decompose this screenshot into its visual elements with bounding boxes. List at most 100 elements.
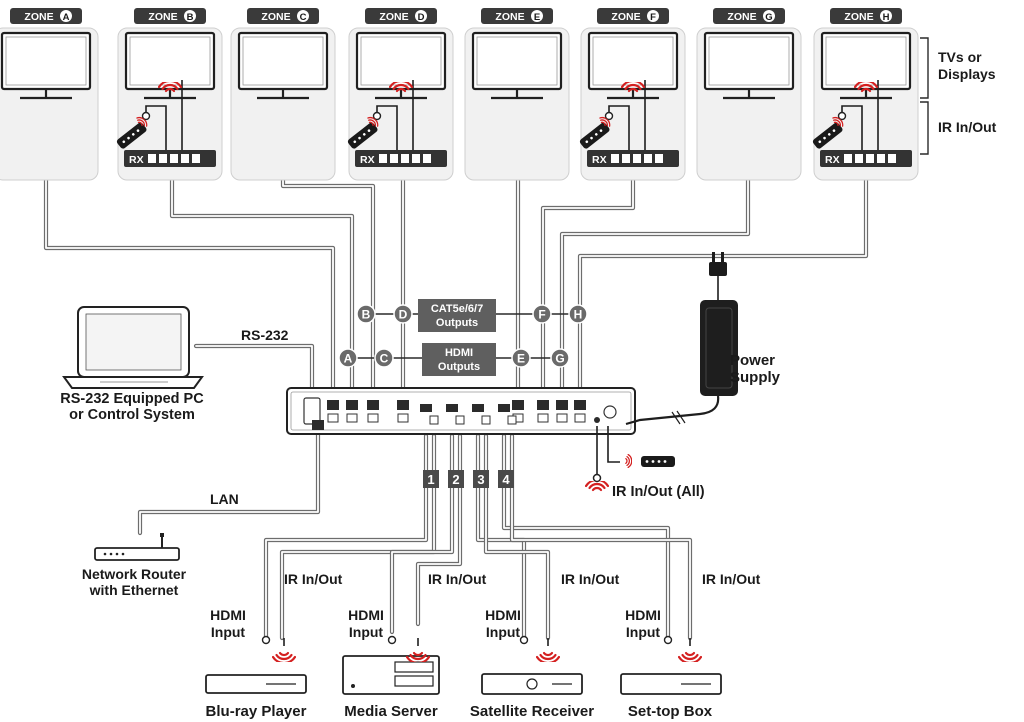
source-hdmi-label-line2: Input: [349, 624, 384, 640]
input-tag-1: 1: [423, 470, 439, 488]
zone-tag-label: ZONE: [611, 11, 640, 23]
bracket-ir-label: IR In/Out: [938, 119, 997, 135]
badge-cat-b: B: [356, 304, 376, 324]
zone-tag-letter: F: [650, 12, 656, 23]
input-port: [420, 404, 432, 412]
zone-tag-label: ZONE: [495, 11, 524, 23]
input-tag-3: 3: [473, 470, 489, 488]
input-tag-4: 4: [498, 470, 514, 488]
power-label-line1: Power: [730, 352, 775, 369]
source-hdmi-label-line1: HDMI: [485, 607, 521, 623]
input-tag-number: 1: [427, 472, 434, 487]
zone-tag-letter: G: [765, 12, 772, 23]
ir-eye: [604, 111, 614, 121]
switch-port-panel: [303, 397, 617, 430]
badge-hdmi-g: G: [550, 348, 570, 368]
hdmi-outputs-line2: Outputs: [438, 361, 480, 373]
receiver-label: RX: [825, 154, 840, 166]
router-label-line2: with Ethernet: [89, 582, 179, 598]
receiver-rx: RX: [587, 150, 679, 167]
ir-eye: [837, 111, 847, 121]
ir-wire: [608, 105, 630, 150]
ir-all-port: [594, 417, 600, 423]
output-port: [397, 400, 409, 410]
power-supply: Power Supply: [625, 252, 781, 426]
power-jack: [603, 405, 617, 419]
input-port: [446, 404, 458, 412]
bracket-displays: TVs or Displays: [920, 37, 996, 99]
ir-all-receiver-wave: [625, 454, 632, 468]
source-name: Satellite Receiver: [470, 703, 594, 720]
badge-letter: D: [399, 308, 408, 322]
zone-f: ZONE F RX: [579, 8, 686, 181]
receiver-label: RX: [129, 154, 144, 166]
source-hdmi-label-line2: Input: [486, 624, 521, 640]
source-hdmi-label-line2: Input: [626, 624, 661, 640]
output-port: [512, 400, 524, 410]
zone-tag-letter-circle: [880, 10, 892, 22]
source-ir-label: IR In/Out: [561, 571, 620, 587]
input-tag-number: 3: [477, 472, 484, 487]
matrix-switch: [286, 387, 636, 435]
cable-input-1-hdmi: [263, 433, 429, 641]
zone-tag-letter: E: [534, 12, 540, 23]
input-tag-2: 2: [448, 470, 464, 488]
zone-tag-label: ZONE: [24, 11, 53, 23]
zone-tag-letter-circle: [647, 10, 659, 22]
pc-label-line1: RS-232 Equipped PC: [60, 391, 204, 407]
lan-label: LAN: [210, 491, 239, 507]
source-hdmi-plug: [387, 635, 397, 645]
cat-outputs-line1: CAT5e/6/7: [431, 303, 483, 315]
pc-label-line2: or Control System: [69, 407, 195, 423]
zone-a: ZONE A: [0, 8, 99, 181]
rs232-label: RS-232: [241, 327, 289, 343]
receiver-rx: RX: [820, 150, 912, 167]
input-tag-number: 4: [502, 472, 510, 487]
zone-tag-letter: H: [883, 12, 890, 23]
cable-lan: [137, 425, 321, 536]
bracket-displays-line2: Displays: [938, 66, 996, 82]
source-name: Blu-ray Player: [206, 703, 307, 720]
zone-tag-letter-circle: [297, 10, 309, 22]
remote-control: [116, 122, 147, 149]
badge-letter: G: [555, 352, 564, 366]
zone-tag-letter: A: [63, 12, 70, 23]
ir-all-remote: [641, 456, 675, 467]
ir-all-label: IR In/Out (All): [612, 484, 705, 500]
remote-control: [347, 122, 378, 149]
source-hdmi-plug: [261, 635, 271, 645]
ir-eye: [372, 111, 382, 121]
tv-screen: [471, 31, 563, 91]
badge-cat-h: H: [568, 304, 588, 324]
ir-wire: [376, 105, 398, 150]
zone-e: ZONE E: [464, 8, 570, 181]
input-tag-number: 2: [452, 472, 459, 487]
control-pc: RS-232 RS-232 Equipped PC or Control Sys…: [60, 306, 289, 423]
output-port: [537, 400, 549, 410]
power-brick: [700, 300, 738, 396]
zone-tag-label: ZONE: [844, 11, 873, 23]
source-hdmi-plug: [519, 635, 529, 645]
badge-letter: C: [380, 352, 389, 366]
tv-screen: [0, 31, 92, 91]
badge-letter: F: [538, 308, 545, 322]
source-ir-wave: [678, 651, 702, 662]
ir-eye: [141, 111, 151, 121]
zone-tag-label: ZONE: [379, 11, 408, 23]
cable-input-3-ir: [483, 433, 551, 641]
cable-input-2-ir: [415, 433, 463, 627]
cable-input-2-hdmi: [389, 433, 455, 635]
network-router: LAN Network Router with Ethernet: [82, 491, 239, 598]
source-device: [205, 674, 307, 694]
remote-control: [812, 122, 843, 149]
tv-screen: [703, 31, 795, 91]
input-port: [472, 404, 484, 412]
badge-hdmi-c: C: [374, 348, 394, 368]
